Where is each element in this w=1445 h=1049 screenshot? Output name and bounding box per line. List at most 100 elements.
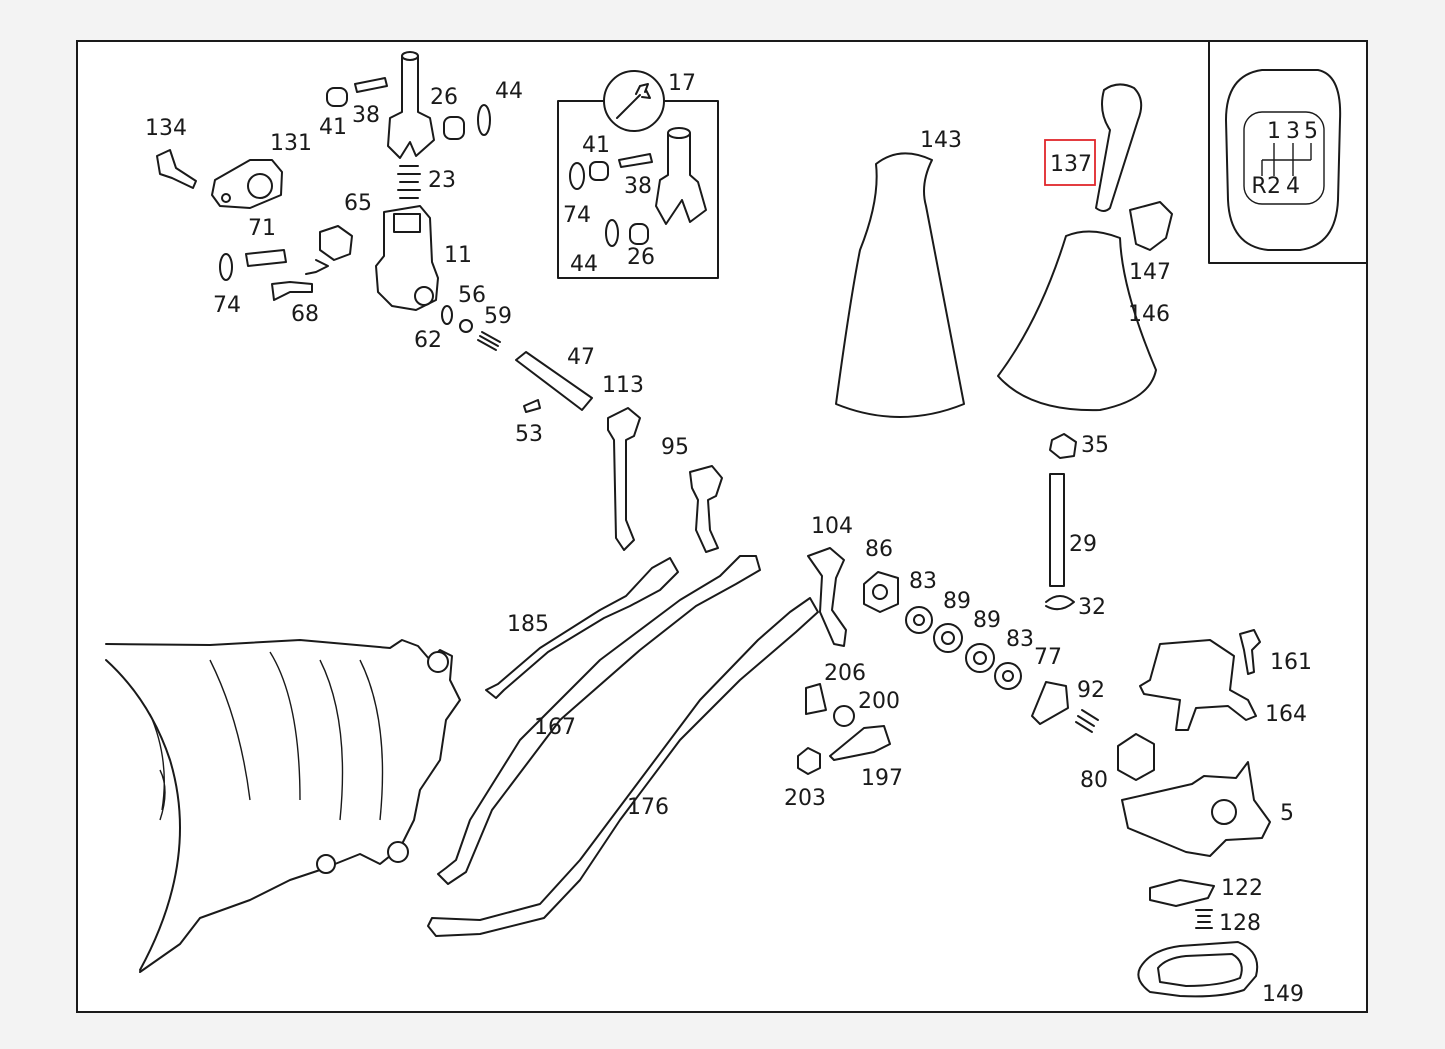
kit-selector-lever: [655, 132, 707, 225]
screw-128: [1195, 909, 1213, 929]
repair-kit-group: [557, 70, 719, 279]
callout-92: 92: [1077, 678, 1105, 703]
callout-80: 80: [1080, 768, 1108, 793]
shift-rods-group: [427, 407, 847, 937]
gear-5-label: 5: [1304, 119, 1318, 144]
shifter-base-5: [1121, 761, 1271, 857]
callout-44: 44: [495, 79, 523, 104]
callout-47: 47: [567, 345, 595, 370]
callout-89b: 89: [973, 608, 1001, 633]
bushing-86: [863, 571, 899, 613]
shift-gate-lines: [1261, 143, 1312, 176]
callout-77: 77: [1034, 645, 1062, 670]
bolt-134: [156, 149, 197, 189]
callout-86: 86: [865, 537, 893, 562]
gear-1-label: 1: [1267, 119, 1281, 144]
callout-143: 143: [920, 128, 962, 153]
kit-bushing-41: [589, 161, 609, 181]
callout-206: 206: [824, 661, 866, 686]
bolt-161: [1239, 629, 1261, 675]
shift-gate-plate: [1243, 111, 1325, 205]
callout-95: 95: [661, 435, 689, 460]
callout-62: 62: [414, 328, 442, 353]
callout-38: 38: [352, 103, 380, 128]
bushing-41: [326, 87, 348, 107]
callout-5: 5: [1280, 801, 1294, 826]
callout-32: 32: [1078, 595, 1106, 620]
gear-2-label: 2: [1267, 174, 1281, 199]
repair-kit-box: [557, 100, 719, 279]
circlip-44: [477, 104, 491, 136]
rod-176: [427, 597, 819, 937]
callout-kit-41: 41: [582, 133, 610, 158]
clip-147: [1129, 201, 1173, 251]
callout-89: 89: [943, 589, 971, 614]
washer-89a: [933, 623, 963, 653]
spring-92: [1075, 709, 1099, 733]
shift-pattern-inset: 1 3 5 R 2 4: [1208, 40, 1368, 264]
callout-kit-38: 38: [624, 174, 652, 199]
callout-203: 203: [784, 786, 826, 811]
callout-83b: 83: [1006, 627, 1034, 652]
callout-74: 74: [213, 293, 241, 318]
washer-83b: [994, 662, 1022, 690]
lever-104: [807, 547, 847, 647]
callout-137: 137: [1050, 152, 1092, 177]
callout-kit-74: 74: [563, 203, 591, 228]
callout-71: 71: [248, 216, 276, 241]
callout-11: 11: [444, 243, 472, 268]
shift-knob-top-icon: [1225, 69, 1342, 251]
shift-knob-group: [835, 83, 1173, 611]
lever-95: [689, 465, 723, 553]
lever-113: [607, 407, 641, 551]
joint-197: [829, 725, 891, 761]
pin-74: [245, 249, 287, 267]
bushing-26: [443, 116, 465, 140]
washer-stack: [797, 571, 1155, 781]
callout-149: 149: [1262, 982, 1304, 1007]
callout-128: 128: [1219, 911, 1261, 936]
callout-147: 147: [1129, 260, 1171, 285]
transmission-housing: [105, 639, 461, 973]
callout-185: 185: [507, 612, 549, 637]
nut-203: [797, 747, 821, 775]
pin-38: [354, 77, 388, 93]
bushing-80: [1117, 733, 1155, 781]
clip-206: [805, 683, 827, 715]
shift-rod-29: [1049, 473, 1065, 587]
kit-circlip-74: [569, 162, 585, 190]
clip-65: [319, 225, 353, 261]
plate-122: [1149, 879, 1215, 907]
kit-pin-38: [618, 153, 653, 168]
callout-134: 134: [145, 116, 187, 141]
housing-boss-b: [387, 841, 409, 863]
highlight-box-137: [1044, 139, 1096, 186]
bolt-68: [271, 281, 313, 301]
callout-146: 146: [1128, 302, 1170, 327]
callout-59: 59: [484, 304, 512, 329]
callout-161: 161: [1270, 650, 1312, 675]
shaft-47: [515, 351, 593, 411]
spring-59: [477, 331, 501, 351]
callout-26: 26: [430, 85, 458, 110]
gear-4-label: 4: [1286, 174, 1300, 199]
kit-circlip-44: [605, 219, 619, 247]
shifter-base-group: [1121, 629, 1271, 998]
circlip-74: [219, 253, 233, 281]
callout-kit-26: 26: [627, 245, 655, 270]
gear-r-label: R: [1251, 174, 1266, 199]
callout-labels: 134 131 41 38 26 44 23 71 65 11 74 68 56…: [145, 71, 1312, 1007]
bracket-164: [1139, 639, 1257, 731]
washer-83: [905, 606, 933, 634]
spring-23: [397, 165, 421, 199]
callout-56: 56: [458, 283, 486, 308]
callout-kit-44: 44: [570, 252, 598, 277]
callout-83: 83: [909, 569, 937, 594]
plate-77: [1031, 681, 1069, 725]
callout-41: 41: [319, 115, 347, 140]
gear-3-label: 3: [1286, 119, 1300, 144]
callout-53: 53: [515, 422, 543, 447]
callout-197: 197: [861, 766, 903, 791]
